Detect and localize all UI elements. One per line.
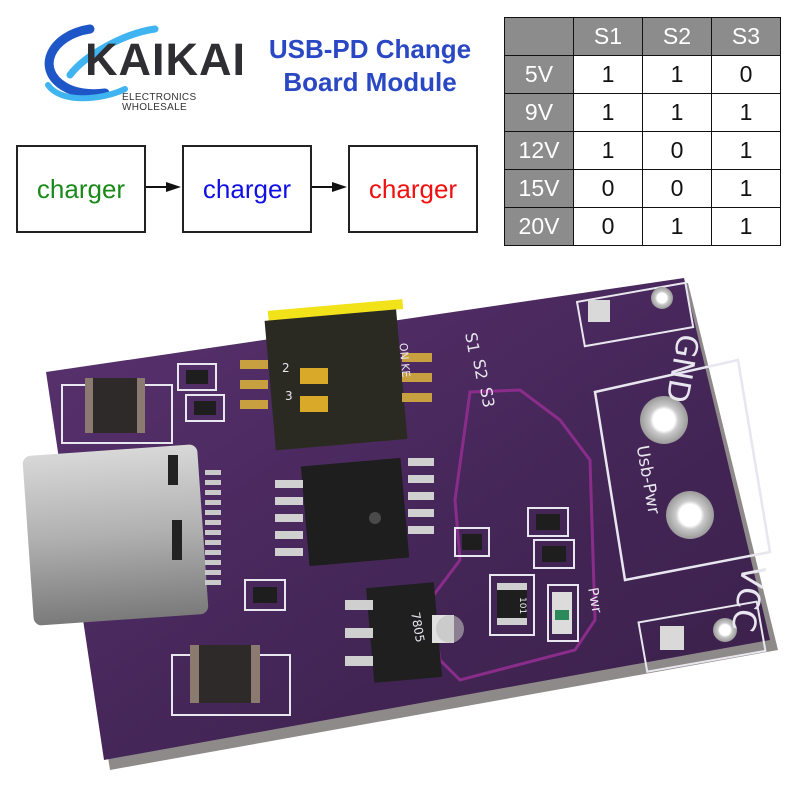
cell-s2: 1 — [642, 93, 712, 132]
title-line-1: USB-PD Change — [268, 34, 472, 64]
flow-box-2: charger — [182, 145, 312, 233]
dip-on-label: ON KE — [396, 342, 412, 378]
cell-s3: 1 — [711, 93, 781, 132]
cell-s3: 1 — [711, 207, 781, 246]
kaikai-logo: KAIKAI ELECTRONICS WHOLESALE — [30, 15, 250, 113]
column-header-s3: S3 — [711, 17, 781, 56]
cell-s1: 0 — [573, 207, 643, 246]
cell-s2: 0 — [642, 131, 712, 170]
column-header-s1: S1 — [573, 17, 643, 56]
cell-s3: 1 — [711, 131, 781, 170]
table-row: 12V 1 0 1 — [504, 131, 781, 170]
column-header-s2: S2 — [642, 17, 712, 56]
voltage-switch-table: S1 S2 S3 5V 1 1 0 9V 1 1 1 12V 1 0 1 15V… — [504, 17, 781, 246]
terminal-hole-vcc — [666, 491, 714, 539]
silk-s1: S1 — [461, 331, 483, 354]
resistor-101: 101 — [497, 583, 527, 625]
row-header-voltage: 12V — [504, 131, 574, 170]
logo-swoosh-icon — [44, 24, 159, 102]
silk-s2: S2 — [469, 358, 491, 381]
silk-pwr: Pwr — [584, 586, 604, 614]
row-header-voltage: 5V — [504, 55, 574, 94]
terminal-hole-gnd — [640, 396, 688, 444]
right-arrow-icon — [146, 182, 181, 192]
row-header-voltage: 9V — [504, 93, 574, 132]
flow-box-3-label: charger — [368, 173, 458, 204]
logo-tagline: ELECTRONICS WHOLESALE — [122, 92, 197, 113]
pcb-surface — [46, 278, 770, 760]
smd-inductor-top — [61, 378, 173, 444]
dip-switch: ON KE 2 3 — [240, 299, 432, 451]
power-led — [552, 592, 572, 634]
table-row: 20V 0 1 1 — [504, 207, 781, 246]
usb-c-connector — [22, 444, 221, 626]
table-row: 9V 1 1 1 — [504, 93, 781, 132]
row-header-voltage: 20V — [504, 207, 574, 246]
table-corner-cell — [504, 17, 574, 56]
flow-box-3: charger — [348, 145, 478, 233]
cell-s1: 1 — [573, 93, 643, 132]
flow-box-1: charger — [16, 145, 146, 233]
cell-s1: 1 — [573, 131, 643, 170]
pcb-board-photo: GND VCC Usb-Pwr Pwr S1 S2 S3 ON KE 2 3 — [0, 260, 800, 800]
cell-s2: 1 — [642, 207, 712, 246]
pcb-board-illustration: GND VCC Usb-Pwr Pwr S1 S2 S3 ON KE 2 3 — [22, 278, 778, 770]
dip-2-label: 2 — [282, 361, 290, 375]
table-row: 15V 0 0 1 — [504, 169, 781, 208]
cell-s1: 1 — [573, 55, 643, 94]
table-header-row: S1 S2 S3 — [504, 17, 781, 56]
regulator-code: 7805 — [408, 611, 427, 644]
title-line-2: Board Module — [283, 67, 457, 97]
cell-s3: 1 — [711, 169, 781, 208]
row-header-voltage: 15V — [504, 169, 574, 208]
resistor-code: 101 — [517, 597, 527, 614]
voltage-regulator: 7805 — [345, 582, 464, 683]
product-title: USB-PD Change Board Module — [250, 33, 490, 99]
cell-s1: 0 — [573, 169, 643, 208]
table-row: 5V 1 1 0 — [504, 55, 781, 94]
logo-brand: KAIKAI — [85, 34, 246, 85]
right-arrow-icon — [312, 182, 347, 192]
dip-3-label: 3 — [285, 389, 293, 403]
main-ic — [275, 457, 434, 567]
cell-s2: 1 — [642, 55, 712, 94]
silk-s3: S3 — [476, 386, 498, 409]
cell-s3: 0 — [711, 55, 781, 94]
cell-s2: 0 — [642, 169, 712, 208]
flow-box-2-label: charger — [202, 173, 292, 204]
smd-inductor-bottom — [171, 645, 291, 716]
flow-box-1-label: charger — [36, 173, 126, 204]
